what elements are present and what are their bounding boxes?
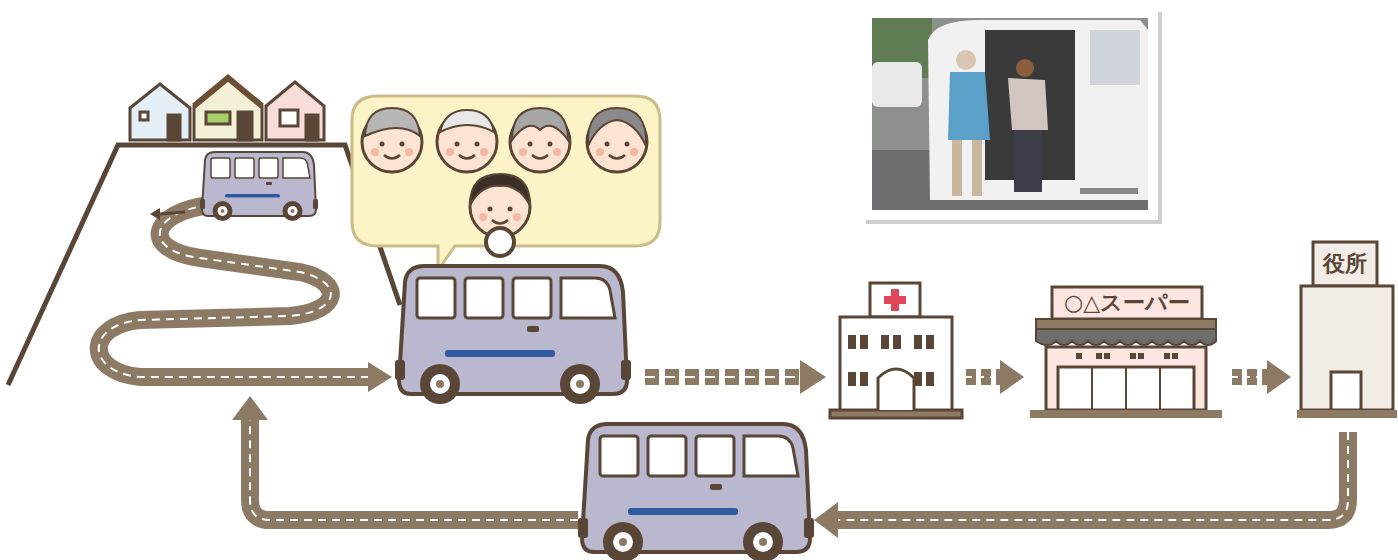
motion-arrow-head <box>150 208 160 220</box>
photo <box>862 8 1162 224</box>
houses <box>130 78 324 140</box>
office-building: 役所 <box>1297 240 1397 418</box>
hospital <box>830 283 962 418</box>
return-van <box>578 424 814 560</box>
community-van <box>395 266 631 404</box>
speech-bubble <box>352 96 660 270</box>
supermarket-building: ○△スーパー <box>1030 285 1222 418</box>
mountain <box>8 145 400 385</box>
dashed-arrow <box>966 360 1024 394</box>
road <box>99 205 392 392</box>
office-sign: 役所 <box>1313 244 1377 284</box>
store-sign: ○△スーパー <box>1052 288 1202 318</box>
dashed-arrow <box>645 360 826 394</box>
small-van <box>200 152 318 221</box>
motion-arrow <box>160 212 185 214</box>
dashed-arrow <box>1232 360 1291 394</box>
